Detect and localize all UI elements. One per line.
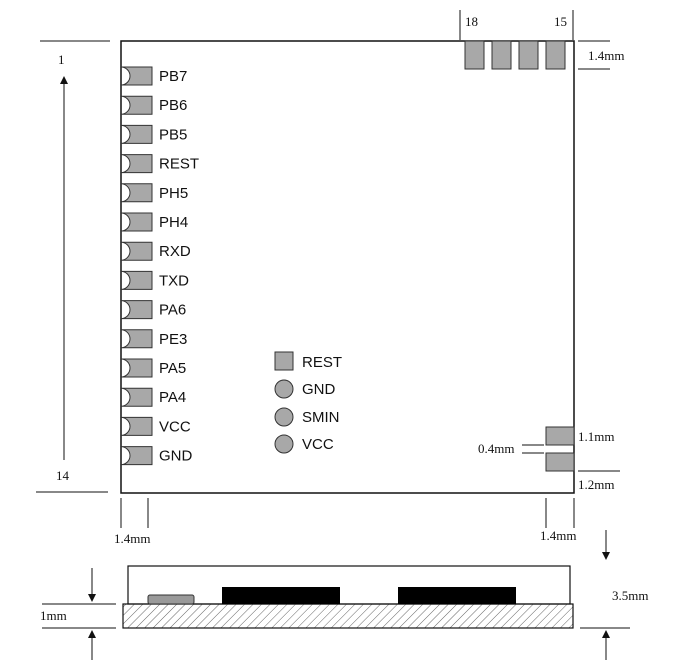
- side-pin-pad: [120, 270, 153, 290]
- side-pin-label: PA6: [159, 302, 186, 319]
- side-pin-pad: [120, 446, 153, 466]
- legend-circle-pad-vcc: [274, 434, 294, 454]
- top-pad-group: [464, 40, 566, 70]
- side-pin-pad: [120, 358, 153, 378]
- side-pin-pad: [120, 387, 153, 407]
- side-pin-label: TXD: [159, 272, 189, 289]
- side-pin-label: PH4: [159, 214, 188, 231]
- pcb-board: [122, 603, 574, 629]
- legend-label-vcc: VCC: [302, 436, 334, 453]
- side-pin-label: PH5: [159, 185, 188, 202]
- module-outline: [120, 40, 575, 494]
- side-pin-pad: [120, 66, 153, 86]
- top-pad-17: [491, 40, 512, 70]
- right-pad-lower: [545, 452, 575, 472]
- pin-number-1: 1: [58, 52, 65, 67]
- side-pin-label: PE3: [159, 331, 187, 348]
- side-pin-pad: [120, 300, 153, 320]
- dim-right-pad-gap: 0.4mm: [478, 441, 514, 456]
- side-pin-label: PA5: [159, 360, 186, 377]
- legend-label-gnd: GND: [302, 381, 336, 398]
- pad-legend: REST GND SMIN VCC: [274, 351, 342, 454]
- legend-circle-pad-smin: [274, 407, 294, 427]
- dim-right-pad-height: 1.1mm: [578, 429, 614, 444]
- side-pin-pad: [120, 183, 153, 203]
- side-pin-label: VCC: [159, 418, 191, 435]
- dim-top-pad-pitch: 1.4mm: [588, 48, 624, 63]
- top-pad-15: [545, 40, 566, 70]
- side-pin-label: REST: [159, 156, 199, 173]
- pin-number-15: 15: [554, 14, 567, 29]
- side-pin-label: RXD: [159, 243, 191, 260]
- right-pad-upper: [545, 426, 575, 446]
- side-pin-label: PB5: [159, 126, 187, 143]
- side-pin-pad: [120, 416, 153, 436]
- dim-right-pad-bottom: 1.2mm: [578, 477, 614, 492]
- top-pad-16: [518, 40, 539, 70]
- pin-number-14: 14: [56, 468, 70, 483]
- legend-label-rest: REST: [302, 354, 342, 371]
- dim-pcb-thickness: 1mm: [40, 608, 67, 623]
- side-pin-pad: [120, 154, 153, 174]
- side-pin-pad: [120, 95, 153, 115]
- side-pin-label: PA4: [159, 389, 186, 406]
- crystal-component: [147, 594, 195, 605]
- pin-number-18: 18: [465, 14, 478, 29]
- top-pad-18: [464, 40, 485, 70]
- side-pin-label: PB6: [159, 97, 187, 114]
- dim-bottom-right-offset: 1.4mm: [540, 528, 576, 543]
- side-pin-pad: [120, 212, 153, 232]
- side-pin-pad: [120, 124, 153, 144]
- legend-label-smin: SMIN: [302, 409, 340, 426]
- legend-circle-pad-gnd: [274, 379, 294, 399]
- side-pin-label: PB7: [159, 68, 187, 85]
- component-block-left: [222, 587, 340, 604]
- side-pin-pad: [120, 329, 153, 349]
- component-block-right: [398, 587, 516, 604]
- side-pin-label: GND: [159, 448, 193, 465]
- legend-square-pad: [274, 351, 294, 371]
- dim-total-height: 3.5mm: [612, 588, 648, 603]
- side-pin-pad: [120, 241, 153, 261]
- dim-bottom-left-offset: 1.4mm: [114, 531, 150, 546]
